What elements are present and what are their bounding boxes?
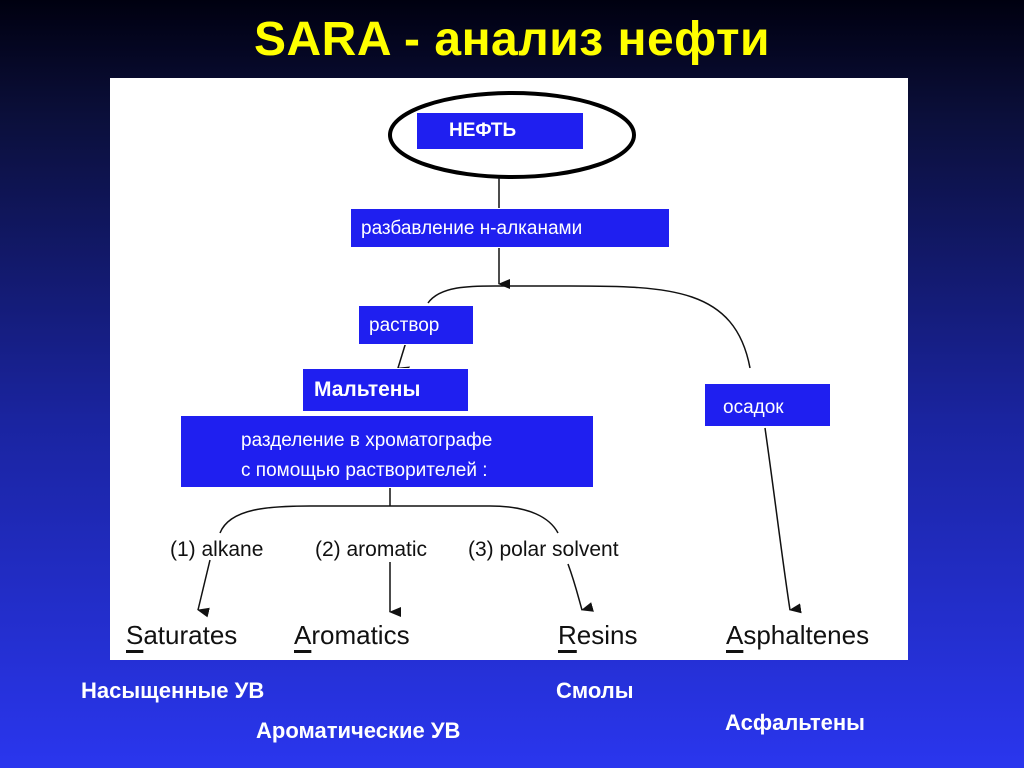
dilution-box: разбавление н-алканами (350, 208, 670, 248)
arrow-polar-resins (567, 563, 594, 612)
oil-label: НЕФТЬ (449, 120, 517, 141)
fraction-resins-initial: R (558, 620, 577, 650)
fraction-resins-rest: esins (576, 620, 638, 650)
solvent-alkane-label: (1) alkane (170, 538, 264, 561)
dilution-label: разбавление н-алканами (361, 218, 583, 239)
arrow-solution-maltenes (397, 341, 410, 377)
slide-title: SARA - анализ нефти (253, 13, 771, 66)
fraction-asphaltenes-rest: sphaltenes (743, 620, 870, 650)
arrow-precipitate-asphaltenes (764, 427, 802, 614)
separation-curve (219, 505, 559, 534)
fraction-asphaltenes-initial: A (726, 620, 744, 650)
caption-aromatic: Ароматические УВ (256, 718, 461, 743)
fraction-aromatics-rest: romatics (311, 620, 410, 650)
fraction-aromatics-initial: A (294, 620, 312, 650)
caption-saturated: Насыщенные УВ (81, 678, 265, 703)
solvent-aromatic-label: (2) aromatic (315, 538, 428, 561)
oil-ellipse (388, 91, 636, 179)
precipitate-box: осадок (704, 383, 831, 427)
precipitate-label: осадок (723, 397, 784, 418)
caption-resins: Смолы (556, 678, 634, 703)
separation-box: разделение в хроматографе с помощью раст… (180, 415, 594, 488)
connector-lines (197, 91, 802, 618)
caption-asphaltenes: Асфальтены (725, 710, 865, 735)
fraction-saturates: Saturates (126, 620, 237, 651)
fraction-saturates-rest: aturates (143, 620, 238, 650)
fraction-asphaltenes: Asphaltenes (726, 620, 869, 651)
fraction-resins: Resins (558, 620, 637, 651)
maltenes-label: Мальтены (314, 378, 421, 401)
maltenes-box: Мальтены (302, 368, 469, 412)
solvent-polar-label: (3) polar solvent (468, 538, 619, 561)
arrow-alkane-saturates (197, 559, 211, 618)
diagram-panel: НЕФТЬ разбавление н-алканами раствор Мал… (110, 78, 908, 660)
fraction-saturates-initial: S (126, 620, 144, 650)
oil-box: НЕФТЬ (416, 112, 584, 150)
solution-box: раствор (358, 305, 474, 345)
separation-line-1: разделение в хроматографе (241, 430, 493, 451)
split-curve (427, 285, 751, 369)
separation-line-2: с помощью растворителей : (241, 460, 488, 481)
fraction-aromatics: Aromatics (294, 620, 410, 651)
solution-label: раствор (369, 315, 440, 336)
